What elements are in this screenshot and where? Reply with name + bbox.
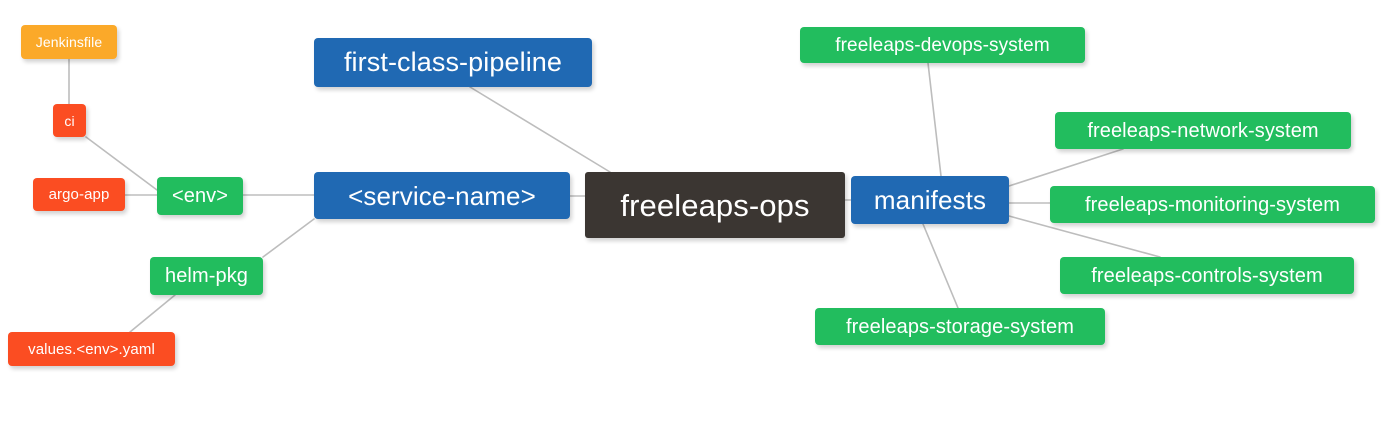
node-env[interactable]: <env> <box>157 177 243 215</box>
node-values-yaml[interactable]: values.<env>.yaml <box>8 332 175 366</box>
node-service-name[interactable]: <service-name> <box>314 172 570 219</box>
node-freeleaps-controls-system[interactable]: freeleaps-controls-system <box>1060 257 1354 294</box>
edge-manifests-to-freeleaps-storage-system <box>922 223 959 309</box>
node-ci[interactable]: ci <box>53 104 86 137</box>
node-freeleaps-monitoring-system[interactable]: freeleaps-monitoring-system <box>1050 186 1375 223</box>
node-manifests[interactable]: manifests <box>851 176 1009 224</box>
node-freeleaps-storage-system[interactable]: freeleaps-storage-system <box>815 308 1105 345</box>
edge-helm-pkg-to-values-yaml <box>129 294 176 333</box>
edge-manifests-to-freeleaps-devops-system <box>927 62 942 177</box>
node-freeleaps-devops-system[interactable]: freeleaps-devops-system <box>800 27 1085 63</box>
node-first-class-pipeline[interactable]: first-class-pipeline <box>314 38 592 87</box>
edge-manifests-to-freeleaps-network-system <box>1008 148 1124 187</box>
edge-first-class-pipeline-to-freeleaps-ops <box>469 86 611 173</box>
node-helm-pkg[interactable]: helm-pkg <box>150 257 263 295</box>
node-freeleaps-ops[interactable]: freeleaps-ops <box>585 172 845 238</box>
node-freeleaps-network-system[interactable]: freeleaps-network-system <box>1055 112 1351 149</box>
node-jenkinsfile[interactable]: Jenkinsfile <box>21 25 117 59</box>
edge-service-name-to-helm-pkg <box>262 218 315 258</box>
node-argo-app[interactable]: argo-app <box>33 178 125 211</box>
